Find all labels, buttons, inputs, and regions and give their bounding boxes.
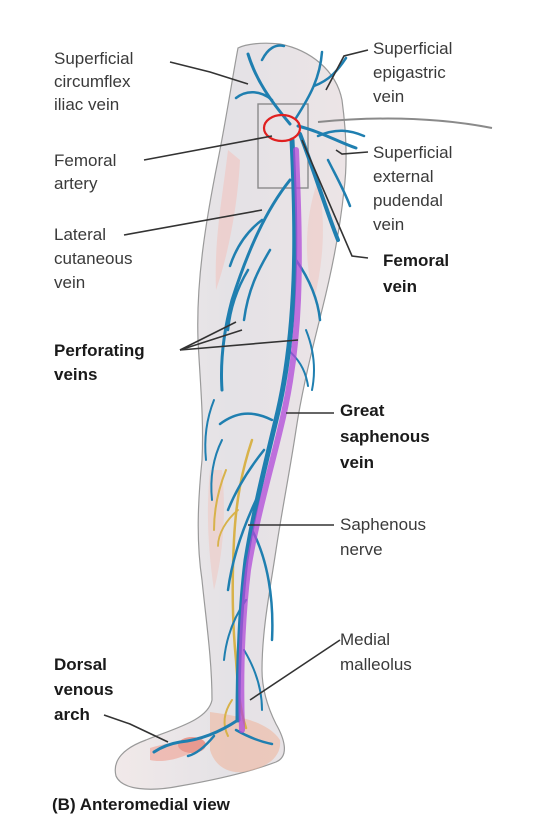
label-superficial-circumflex-iliac-vein: Superficial circumflex iliac vein <box>54 49 138 114</box>
label-superficial-epigastric-vein: Superficial epigastric vein <box>373 39 457 106</box>
abdomen-contour <box>317 117 493 129</box>
thigh-shading-right <box>306 180 323 300</box>
marker-circle <box>262 113 302 143</box>
label-femoral-artery: Femoral artery <box>54 151 121 193</box>
label-dorsal-venous-arch: Dorsal venous arch <box>54 655 118 724</box>
leader-lines <box>103 49 369 743</box>
highlight-trace <box>238 147 302 733</box>
label-perforating-veins: Perforating veins <box>54 341 149 384</box>
label-saphenous-nerve: Saphenous nerve <box>340 515 431 559</box>
label-superficial-external-pudendal-vein: Superficial external pudendal vein <box>373 143 457 234</box>
figure-caption: (B) Anteromedial view <box>52 795 231 814</box>
label-femoral-vein: Femoral vein <box>383 251 454 296</box>
label-medial-malleolus: Medial malleolus <box>340 630 412 674</box>
label-lateral-cutaneous-vein: Lateral cutaneous vein <box>54 225 137 292</box>
thigh-shading <box>215 150 240 290</box>
label-great-saphenous-vein: Great saphenous vein <box>340 401 434 472</box>
